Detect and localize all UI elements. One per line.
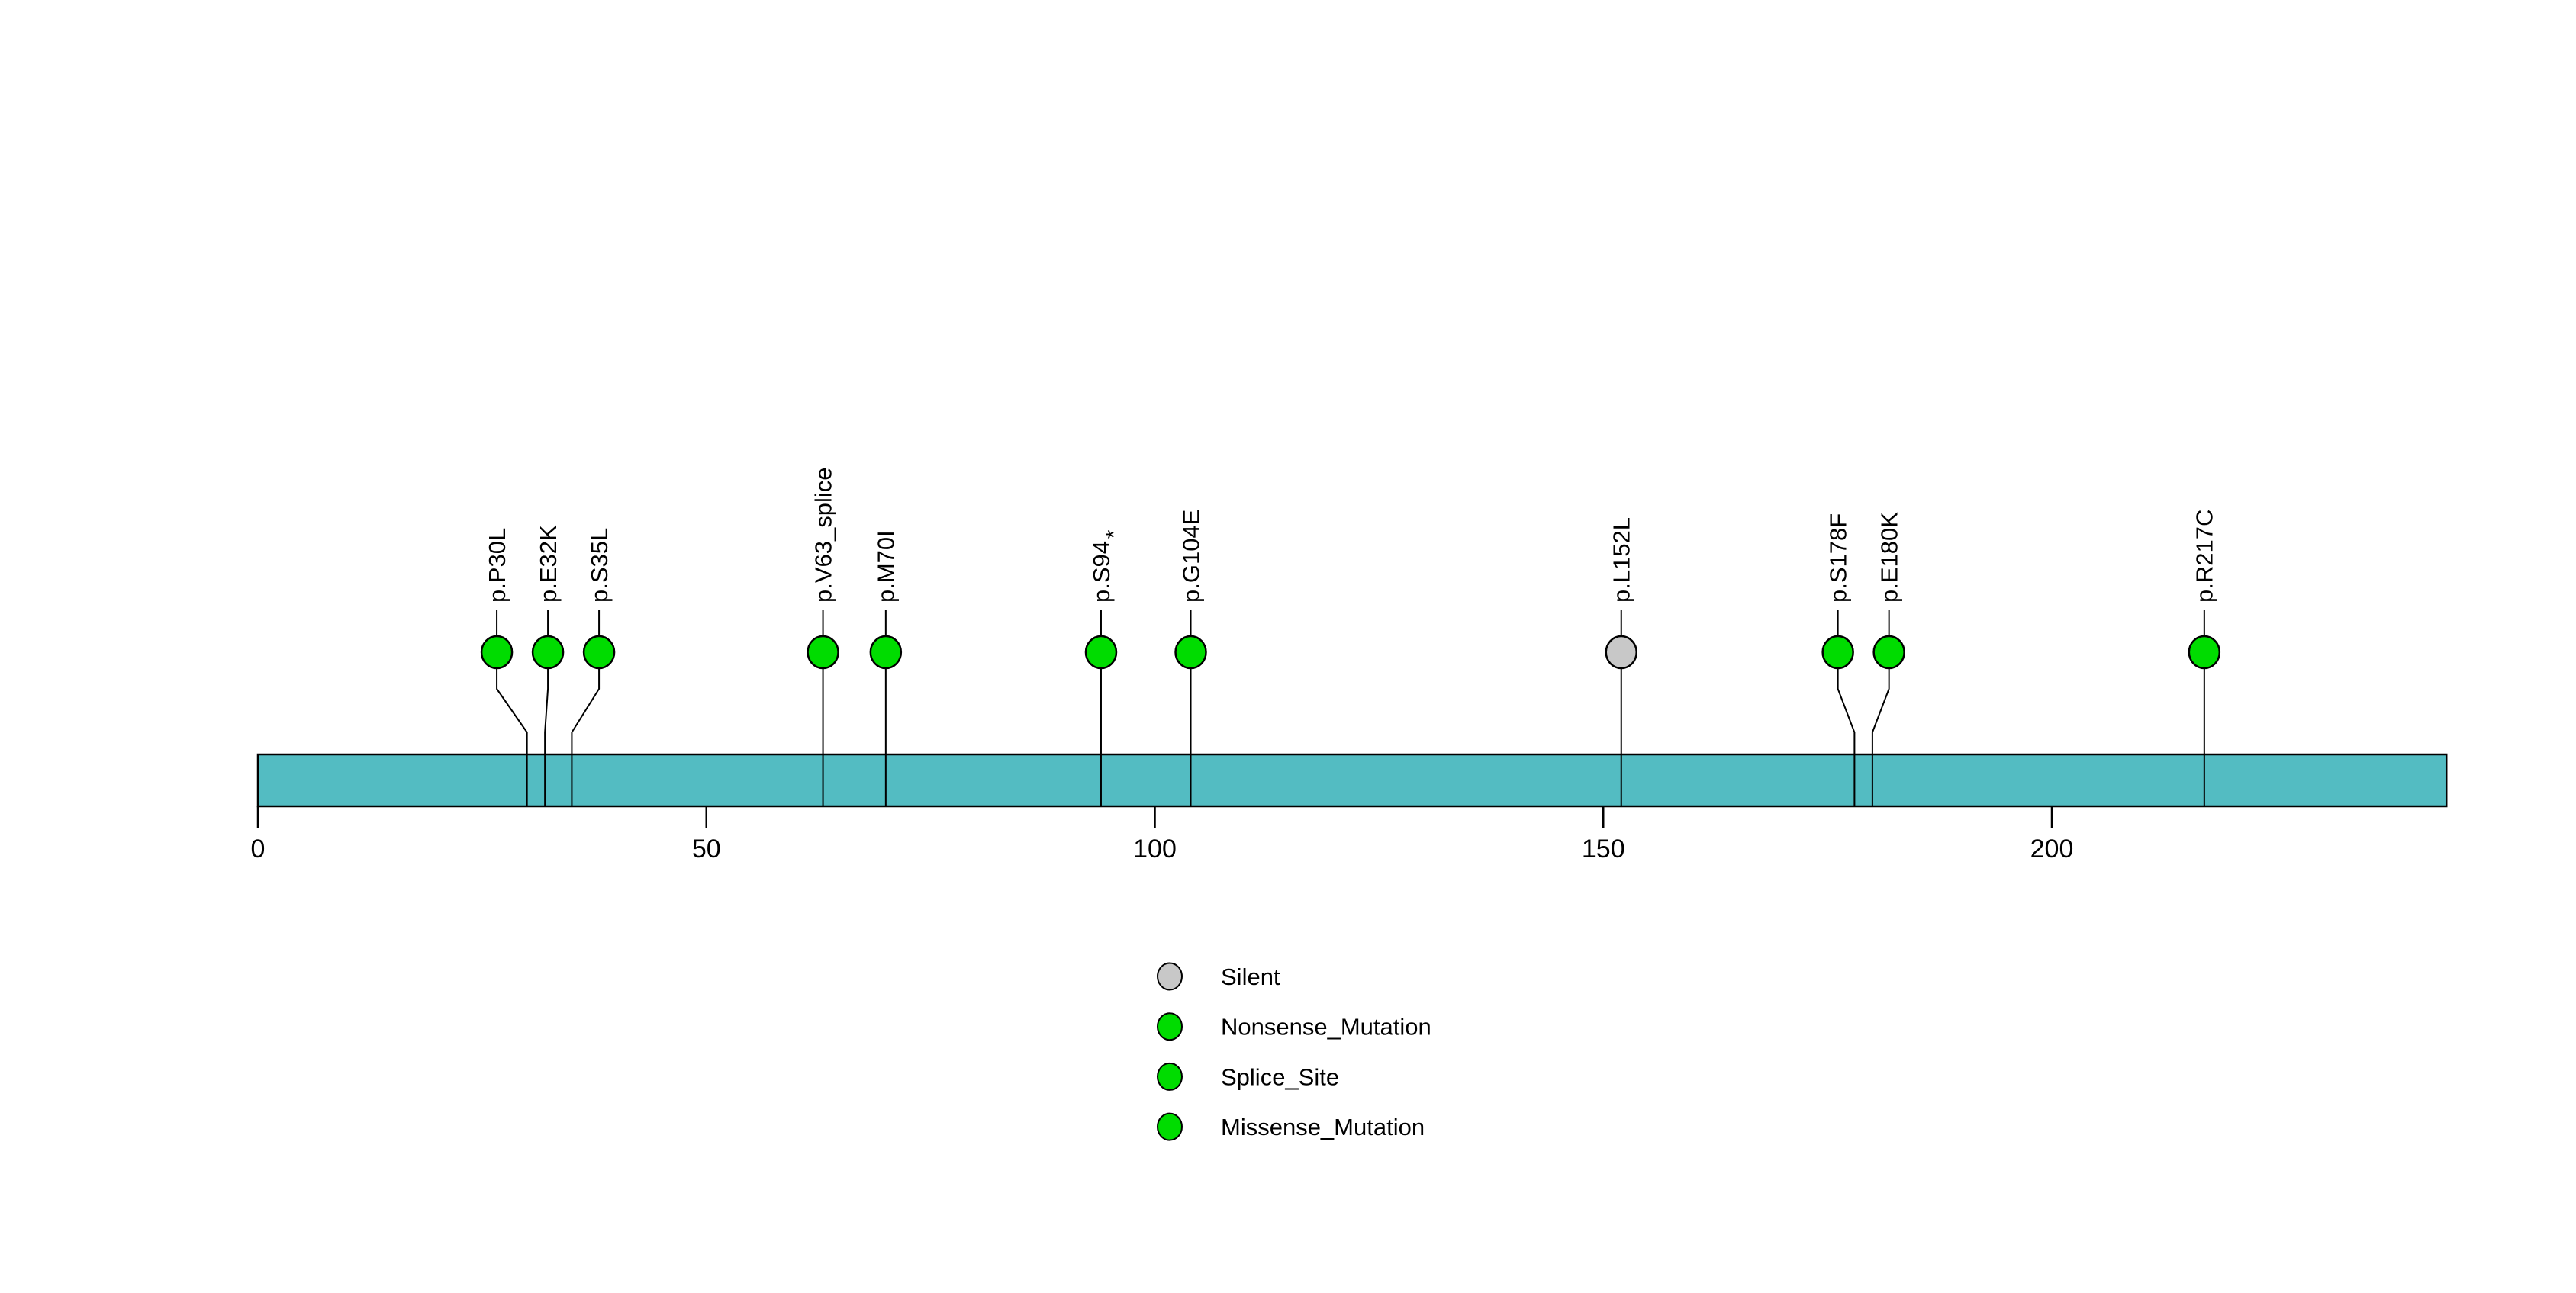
mutation-label: p.E180K <box>1876 512 1902 603</box>
legend-item: Splice_Site <box>1157 1062 1339 1091</box>
lollipop-circle <box>1174 635 1207 670</box>
lollipop-circle <box>1605 635 1638 670</box>
legend-item-label: Splice_Site <box>1221 1063 1339 1090</box>
lollipop-circle <box>531 635 565 670</box>
lollipop-circles-layer <box>480 635 2221 670</box>
lollipop-circle <box>582 635 616 670</box>
x-axis-tick-label: 50 <box>692 835 721 864</box>
mutation-label: p.E32K <box>535 525 562 603</box>
x-axis-tick-label: 150 <box>1582 835 1625 864</box>
mutation-label: p.S178F <box>1824 513 1851 603</box>
x-axis-tick-label: 200 <box>2030 835 2074 864</box>
lollipop-circle <box>480 635 514 670</box>
lollipop-circle <box>1872 635 1905 670</box>
legend-swatch-icon <box>1157 1062 1183 1091</box>
mutation-label: p.S94* <box>1088 529 1127 603</box>
lollipop-circle <box>2188 635 2221 670</box>
legend-item-label: Nonsense_Mutation <box>1221 1014 1431 1041</box>
lollipop-circle <box>807 635 839 670</box>
lollipop-circle <box>1084 635 1118 670</box>
lollipop-circle <box>1821 635 1854 670</box>
legend-item: Missense_Mutation <box>1157 1112 1425 1141</box>
legend-item-label: Missense_Mutation <box>1221 1114 1425 1140</box>
mutation-label: p.M70I <box>873 530 900 603</box>
x-axis-tick-label: 100 <box>1133 835 1177 864</box>
legend-swatch-icon <box>1157 1012 1183 1041</box>
legend-swatch-icon <box>1157 1112 1183 1141</box>
legend: SilentNonsense_MutationSplice_SiteMissen… <box>1157 962 1431 1141</box>
mutation-label: p.G104E <box>1177 510 1204 603</box>
legend-item: Silent <box>1157 962 1280 991</box>
mutation-label: p.P30L <box>484 528 510 603</box>
legend-item: Nonsense_Mutation <box>1157 1012 1431 1041</box>
protein-domain-bar <box>256 753 2448 808</box>
legend-swatch-icon <box>1157 962 1183 991</box>
legend-item-label: Silent <box>1221 963 1280 990</box>
x-axis-layer: 0 50 100 150 200 <box>251 806 2074 864</box>
mutation-label: p.S35L <box>586 528 613 603</box>
mutation-label: p.L152L <box>1608 517 1635 603</box>
x-axis-tick-label: 0 <box>251 835 266 864</box>
protein-bar-layer <box>256 753 2448 808</box>
lollipop-circle <box>869 635 903 670</box>
mutation-labels-layer: p.P30L p.E32K p.S35L p.V63_splice p.M70I p.S9… <box>484 467 2218 603</box>
mutation-label: p.V63_splice <box>810 467 836 603</box>
mutation-label: p.R217C <box>2191 510 2218 603</box>
